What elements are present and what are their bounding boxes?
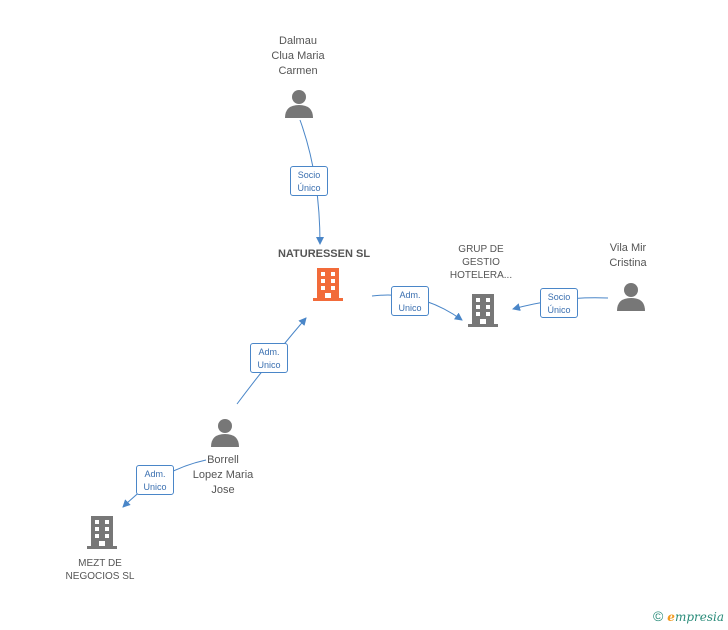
edge-label-dalmau-naturessen[interactable]: Socio Único <box>290 166 328 196</box>
node-label-borrell[interactable]: Borrell Lopez Maria Jose <box>192 454 254 496</box>
node-label-grup[interactable]: GRUP DE GESTIO HOTELERA... <box>449 244 513 281</box>
person-icon[interactable] <box>617 283 645 311</box>
brand-rest: mpresia <box>674 610 724 624</box>
building-icon[interactable] <box>87 516 117 549</box>
node-label-naturessen[interactable]: NATURESSEN SL <box>277 248 371 260</box>
building-icon[interactable] <box>468 294 498 327</box>
edge-label-vila-grup[interactable]: Socio Único <box>540 288 578 318</box>
edge-label-naturessen-grup[interactable]: Adm. Unico <box>391 286 429 316</box>
building-icon[interactable] <box>313 268 343 301</box>
person-icon[interactable] <box>211 419 239 447</box>
edge-label-borrell-mezt[interactable]: Adm. Unico <box>136 465 174 495</box>
edge-label-borrell-naturessen[interactable]: Adm. Unico <box>250 343 288 373</box>
node-label-vila[interactable]: Vila Mir Cristina <box>609 242 647 269</box>
node-label-mezt[interactable]: MEZT DE NEGOCIOS SL <box>65 558 135 582</box>
person-icon[interactable] <box>285 90 313 118</box>
copyright-icon: © <box>652 608 664 624</box>
node-label-dalmau[interactable]: Dalmau Clua Maria Carmen <box>271 35 325 77</box>
empresia-brand[interactable]: ©empresia <box>653 608 724 624</box>
brand-e: e <box>667 610 675 624</box>
